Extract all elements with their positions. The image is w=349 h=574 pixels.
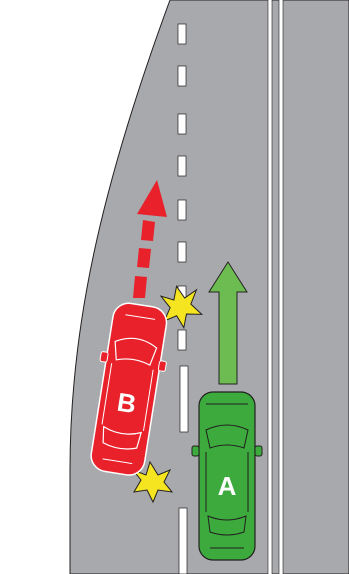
car-a-label: A [218, 471, 237, 501]
solid-line-right [279, 0, 283, 574]
car-a: A [192, 392, 262, 560]
solid-line-left [268, 0, 272, 574]
